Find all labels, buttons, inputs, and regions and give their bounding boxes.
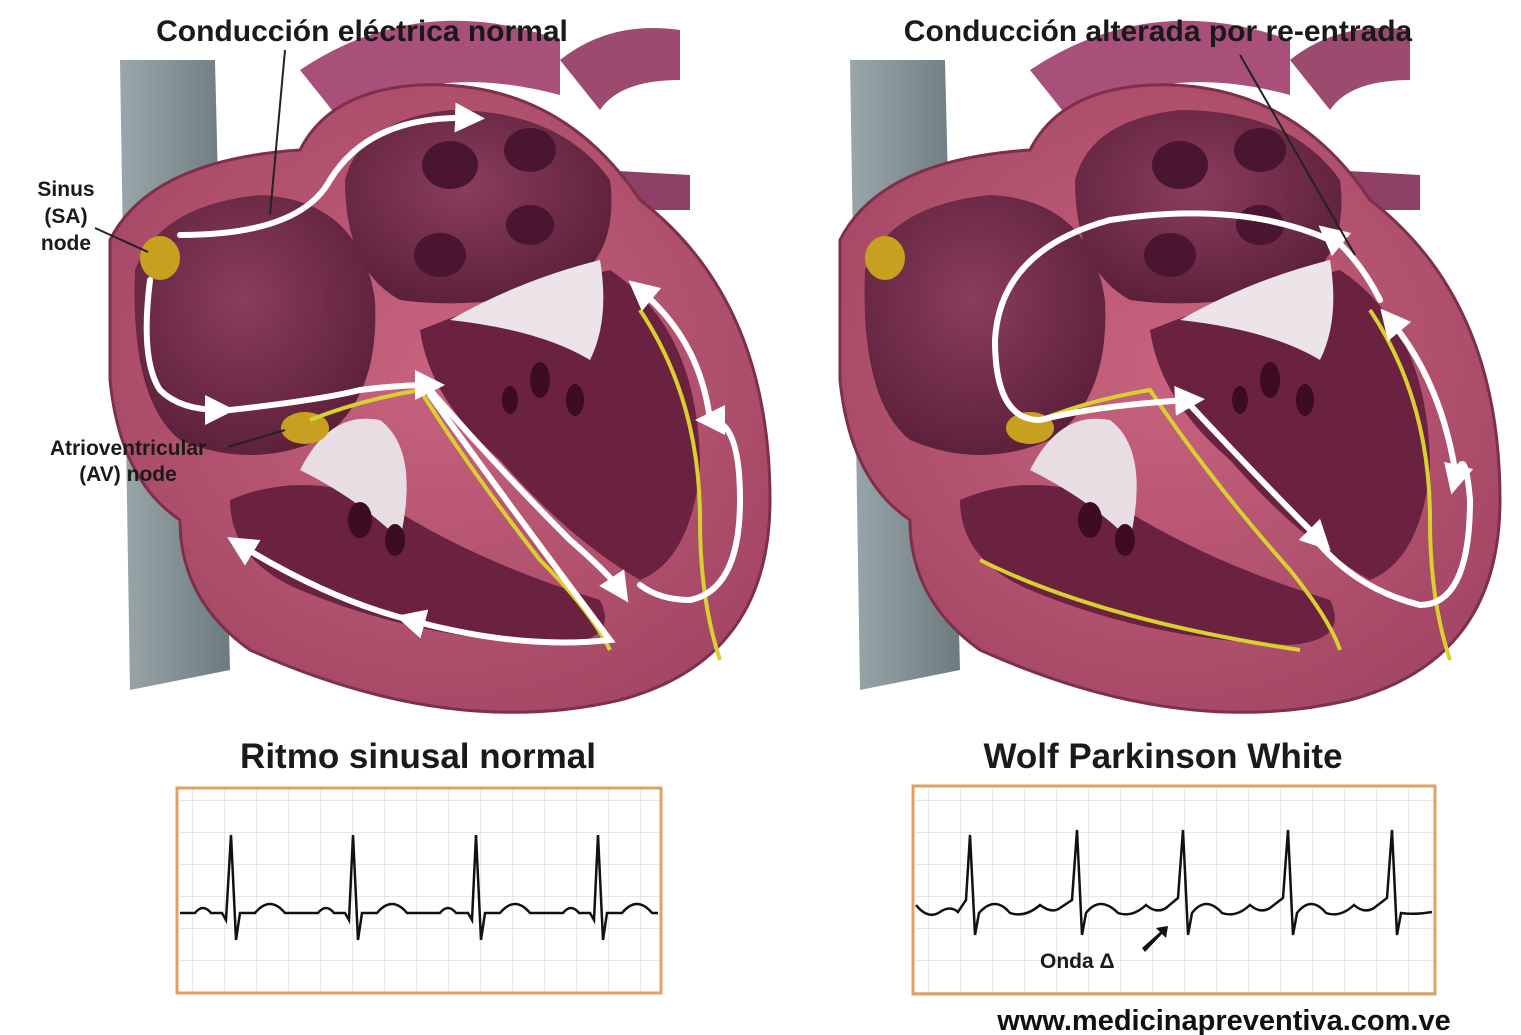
left-heart — [95, 21, 770, 713]
delta-label: Onda Δ — [1040, 950, 1115, 973]
pulmonary-artery — [560, 28, 680, 110]
pulm-vein-opening — [506, 205, 554, 245]
pulm-vein-opening — [1234, 128, 1286, 172]
right-title: Conducción alterada por re-entrada — [904, 15, 1413, 48]
left-ecg-strip — [177, 788, 661, 993]
sa-node — [865, 236, 905, 280]
right-ecg-title: Wolf Parkinson White — [983, 737, 1342, 776]
sa-node — [140, 236, 180, 280]
right-heart — [840, 21, 1500, 713]
pulm-vein-opening — [504, 128, 556, 172]
left-ecg-title: Ritmo sinusal normal — [240, 737, 596, 776]
pulm-vein-opening — [414, 233, 466, 277]
pulm-vein-opening — [422, 141, 478, 189]
pulm-vein-opening — [1152, 141, 1208, 189]
svg-text:(AV) node: (AV) node — [79, 463, 177, 486]
svg-text:node: node — [41, 232, 91, 255]
pulm-vein-opening — [1144, 233, 1196, 277]
source-url: www.medicinapreventiva.com.ve — [996, 1005, 1450, 1035]
svg-text:Atrioventricular: Atrioventricular — [50, 437, 206, 460]
right-ecg-strip: Onda Δ — [913, 786, 1435, 994]
svg-text:(SA): (SA) — [44, 205, 87, 228]
svg-text:Sinus: Sinus — [37, 178, 94, 201]
right-atrium — [135, 195, 376, 455]
sa-node-label: Sinus (SA) node — [37, 178, 94, 255]
left-title: Conducción eléctrica normal — [156, 15, 568, 48]
